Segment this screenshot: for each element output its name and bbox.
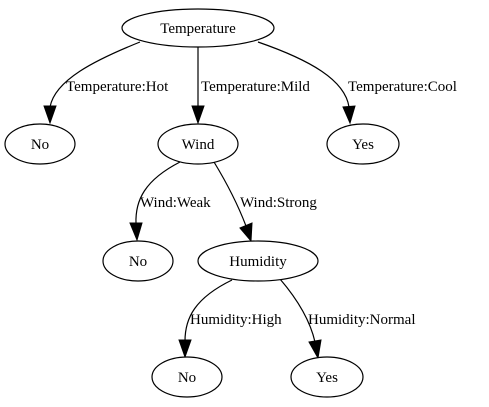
edge-temp-hot: Temperature:Hot	[43, 41, 169, 125]
edge-label-humidity-high: Humidity:High	[190, 312, 282, 328]
node-wind: Wind	[157, 123, 239, 165]
node-label-no-weak: No	[129, 254, 147, 270]
edge-label-temp-mild: Temperature:Mild	[201, 79, 310, 95]
node-yes-normal: Yes	[290, 356, 364, 398]
node-label-no-hot: No	[31, 137, 49, 153]
edge-label-wind-weak: Wind:Weak	[140, 195, 211, 211]
node-humidity: Humidity	[197, 240, 319, 282]
node-label-yes-normal: Yes	[316, 370, 338, 386]
edge-label-wind-strong: Wind:Strong	[240, 195, 317, 211]
edge-temp-mild: Temperature:Mild	[191, 47, 310, 125]
node-label-yes-cool: Yes	[352, 137, 374, 153]
edge-wind-weak: Wind:Weak	[129, 161, 211, 242]
edge-label-humidity-normal: Humidity:Normal	[308, 312, 416, 328]
node-label-humidity: Humidity	[229, 254, 287, 270]
edge-wind-strong: Wind:Strong	[213, 161, 317, 243]
node-no-high: No	[151, 356, 223, 398]
node-no-weak: No	[102, 240, 174, 282]
node-label-temperature: Temperature	[160, 21, 236, 37]
node-label-wind: Wind	[182, 137, 215, 153]
node-no-hot: No	[4, 123, 76, 165]
edge-label-temp-hot: Temperature:Hot	[66, 79, 169, 95]
edge-humidity-high: Humidity:High	[178, 279, 282, 359]
edge-label-temp-cool: Temperature:Cool	[348, 79, 457, 95]
node-label-no-high: No	[178, 370, 196, 386]
edge-temp-cool: Temperature:Cool	[257, 41, 457, 125]
node-temperature: Temperature	[121, 8, 275, 48]
edge-humidity-normal: Humidity:Normal	[279, 278, 416, 360]
node-yes-cool: Yes	[326, 123, 400, 165]
